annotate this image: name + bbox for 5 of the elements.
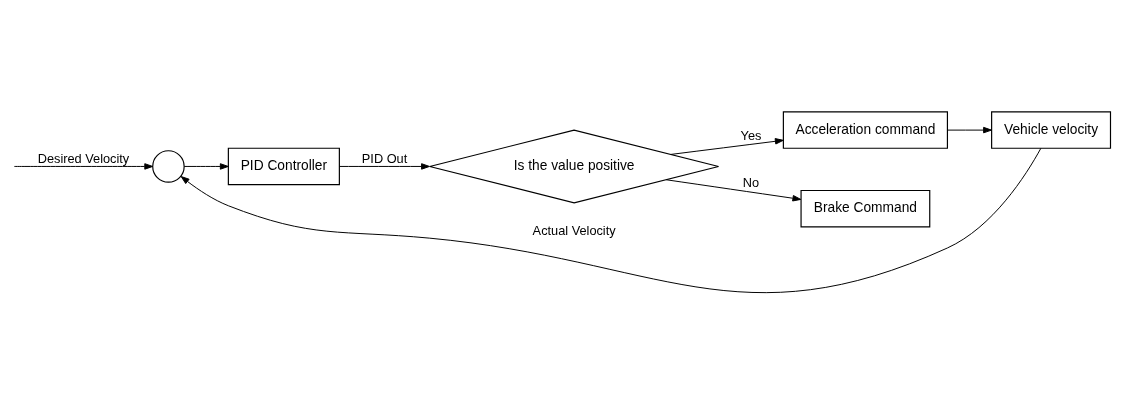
edge-label: PID Out bbox=[361, 150, 408, 166]
edge-label: Actual Velocity bbox=[532, 222, 616, 238]
edge-label: Desired Velocity bbox=[37, 150, 130, 166]
edge-label: No bbox=[742, 174, 760, 190]
edge-label: Yes bbox=[740, 127, 762, 143]
